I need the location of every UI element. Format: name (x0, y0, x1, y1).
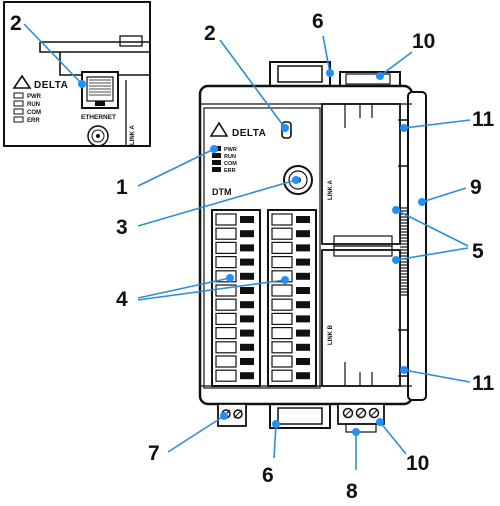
terminal-slot (215, 327, 237, 340)
terminal-screw (296, 216, 310, 223)
terminal-block-left (211, 209, 261, 387)
terminal-slot (215, 355, 237, 368)
terminal-screw (296, 258, 310, 266)
terminal-slot (271, 298, 293, 311)
callout-8: 8 (346, 480, 358, 503)
model-label: DTM (212, 187, 232, 197)
inset-led-list: PWR RUN COM ERR (13, 92, 42, 124)
terminal-slot (271, 256, 293, 269)
terminal-slot (271, 284, 293, 297)
terminal-slot (215, 227, 237, 240)
callout-9: 9 (470, 176, 482, 199)
callout-10-bottom: 10 (406, 452, 429, 475)
terminal-slot (215, 241, 237, 254)
terminal-screw (296, 230, 310, 238)
terminal-screw (240, 258, 254, 266)
terminal-screw (240, 230, 254, 238)
inset-rotary-switch-icon (87, 125, 109, 147)
terminal-screw (296, 329, 310, 337)
terminal-slot (271, 241, 293, 254)
callout-5: 5 (472, 240, 484, 263)
callout-2: 2 (204, 22, 216, 45)
callout-11-bottom: 11 (472, 372, 495, 395)
terminal-slot (271, 327, 293, 340)
link-b-label: LINK B (328, 324, 334, 345)
power-connector (217, 403, 247, 427)
inset-detail: DELTA PWR RUN COM ERR ETHERNET LINK A (3, 1, 151, 147)
link-module-top: LINK A (321, 103, 401, 247)
terminal-screw (240, 287, 254, 294)
terminal-screw (240, 343, 254, 351)
callout-6-bottom: 6 (262, 464, 274, 487)
inset-led-err: ERR (27, 118, 40, 124)
terminal-screw (240, 358, 254, 365)
terminal-screw (240, 272, 254, 280)
terminal-screw (296, 358, 310, 365)
led-com: COM (224, 161, 237, 167)
terminal-slot (215, 369, 237, 382)
led-pwr: PWR (224, 147, 237, 153)
callout-11-top: 11 (472, 108, 495, 131)
leader-lines (23, 23, 471, 470)
link-module-bottom: LINK B (321, 245, 401, 387)
terminal-screw (240, 301, 254, 309)
link-a-label: LINK A (328, 180, 334, 200)
terminal-block-right (267, 209, 317, 387)
leader-dots (78, 69, 426, 436)
terminal-slot (271, 312, 293, 325)
terminal-slot (215, 312, 237, 325)
ethernet-port-icon (81, 71, 119, 109)
inset-led-pwr: PWR (27, 94, 42, 100)
inset-led-run: RUN (27, 102, 40, 108)
callout-labels: 2 2 1 3 4 5 6 6 7 8 9 10 10 11 11 (10, 10, 495, 503)
callout-4: 4 (116, 288, 128, 311)
callout-2-inset: 2 (10, 12, 22, 35)
device-body: DELTA PWR RUN COM ERR DTM (198, 61, 427, 433)
terminal-screw (296, 301, 310, 309)
terminal-screw (296, 272, 310, 280)
callout-3: 3 (116, 216, 128, 239)
terminal-slot (271, 341, 293, 354)
delta-logo-icon (209, 121, 229, 137)
terminal-screw (240, 372, 254, 380)
inset-brand: DELTA (34, 80, 68, 91)
callout-10-top: 10 (412, 30, 435, 53)
terminal-slot (271, 369, 293, 382)
terminal-slot (215, 298, 237, 311)
terminal-slot (215, 256, 237, 269)
terminal-screw (296, 343, 310, 351)
terminal-screw (240, 244, 254, 252)
led-run: RUN (224, 154, 236, 160)
terminal-screw (296, 244, 310, 252)
terminal-slot (215, 284, 237, 297)
callout-1: 1 (116, 176, 128, 199)
rs485-connector (337, 403, 385, 433)
terminal-slot (271, 227, 293, 240)
terminal-slot (271, 355, 293, 368)
terminal-slot (215, 341, 237, 354)
terminal-screw (296, 287, 310, 294)
led-err: ERR (224, 168, 236, 174)
terminal-screw (240, 329, 254, 337)
callout-7: 7 (148, 442, 160, 465)
callout-6-top: 6 (312, 10, 324, 33)
inset-led-com: COM (27, 110, 41, 116)
inset-link-a: LINK A (130, 125, 136, 145)
terminal-screw (296, 372, 310, 380)
device-brand: DELTA (232, 128, 266, 139)
terminal-screw (240, 315, 254, 323)
terminal-screw (296, 315, 310, 323)
terminal-slot (215, 213, 237, 226)
terminal-slot (271, 213, 293, 226)
terminal-screw (240, 216, 254, 223)
delta-logo-icon (12, 74, 32, 89)
terminal-slot (215, 270, 237, 283)
inset-port-label: ETHERNET (81, 114, 116, 121)
